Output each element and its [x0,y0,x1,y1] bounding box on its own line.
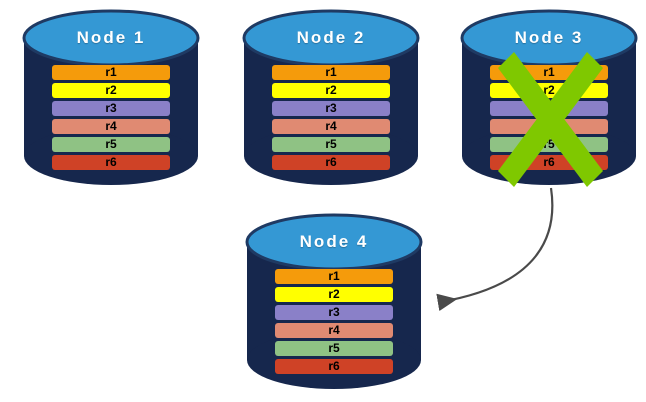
row-bar[interactable]: r3 [275,305,393,320]
row-bar[interactable]: r1 [490,65,608,80]
row-bar[interactable]: r2 [52,83,170,98]
row-bar[interactable]: r3 [52,101,170,116]
row-bar[interactable]: r4 [275,323,393,338]
row-bar[interactable]: r6 [490,155,608,170]
node-rows-1: r1 r2 r3 r4 r5 r6 [22,65,200,170]
node-cylinder-4[interactable]: Node 4 r1 r2 r3 r4 r5 r6 [245,212,423,390]
row-bar[interactable]: r6 [275,359,393,374]
node-rows-2: r1 r2 r3 r4 r5 r6 [242,65,420,170]
node-cylinder-1[interactable]: Node 1 r1 r2 r3 r4 r5 r6 [22,8,200,186]
row-bar[interactable]: r1 [272,65,390,80]
row-bar[interactable]: r2 [272,83,390,98]
row-bar[interactable]: r1 [275,269,393,284]
row-bar[interactable]: r2 [275,287,393,302]
row-bar[interactable]: r5 [275,341,393,356]
node-cylinder-3[interactable]: Node 3 r1 r2 r3 r4 r5 r6 [460,8,638,187]
row-bar[interactable]: r3 [490,101,608,116]
row-bar[interactable]: r4 [490,119,608,134]
node-rows-3: r1 r2 r3 r4 r5 r6 [460,65,638,170]
row-bar[interactable]: r5 [272,137,390,152]
row-bar[interactable]: r6 [52,155,170,170]
row-bar[interactable]: r6 [272,155,390,170]
row-bar[interactable]: r4 [272,119,390,134]
node-cylinder-2[interactable]: Node 2 r1 r2 r3 r4 r5 r6 [242,8,420,186]
row-bar[interactable]: r4 [52,119,170,134]
row-bar[interactable]: r2 [490,83,608,98]
row-bar[interactable]: r5 [52,137,170,152]
row-bar[interactable]: r3 [272,101,390,116]
node-rows-4: r1 r2 r3 r4 r5 r6 [245,269,423,374]
row-bar[interactable]: r1 [52,65,170,80]
row-bar[interactable]: r5 [490,137,608,152]
